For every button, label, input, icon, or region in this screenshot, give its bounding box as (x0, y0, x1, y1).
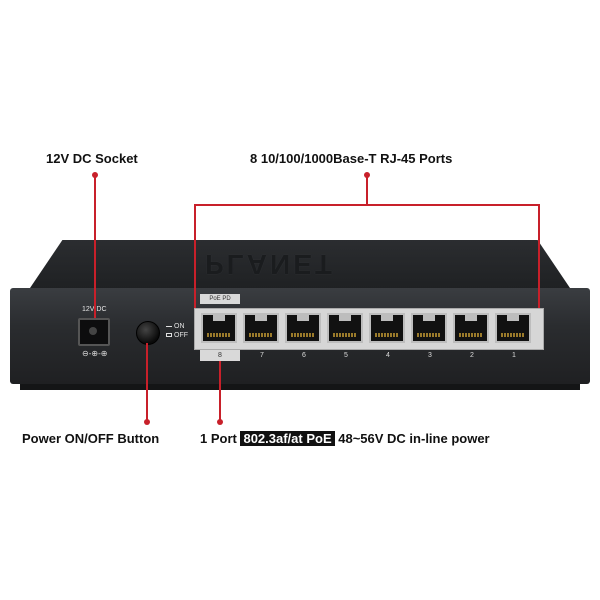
dc-socket-callout: 12V DC Socket (46, 151, 138, 166)
brand-logo: PLANET (205, 249, 335, 280)
rj45-port-1[interactable] (495, 313, 531, 343)
port-number-8: 8 (218, 352, 222, 359)
rj45-port-5[interactable] (327, 313, 363, 343)
rj45-port-7[interactable] (243, 313, 279, 343)
poe-port-suffix: 48~56V DC in-line power (338, 431, 490, 446)
port-number-1: 1 (512, 352, 516, 359)
power-button-callout-line (146, 343, 148, 421)
ports-callout-stem (366, 175, 368, 205)
power-off-label: OFF (174, 332, 188, 339)
ports-bracket-top (194, 204, 540, 206)
ports-bracket-right (538, 204, 540, 308)
port-number-7: 7 (260, 352, 264, 359)
power-button[interactable] (136, 321, 160, 345)
rj45-port-3[interactable] (411, 313, 447, 343)
port-panel (194, 308, 544, 350)
ports-callout: 8 10/100/1000Base-T RJ-45 Ports (250, 151, 453, 166)
on-symbol-icon (166, 325, 172, 327)
poe-port-callout-dot (217, 419, 223, 425)
device-top-panel (30, 240, 570, 288)
poe-port-prefix: 1 Port (200, 431, 237, 446)
power-button-callout: Power ON/OFF Button (22, 431, 160, 446)
rj45-port-6[interactable] (285, 313, 321, 343)
poe-standard-highlight: 802.3af/at PoE (240, 431, 335, 446)
polarity-icon: ⊖-⊕-⊕ (82, 349, 108, 358)
port-number-5: 5 (344, 352, 348, 359)
port-number-4: 4 (386, 352, 390, 359)
power-button-callout-dot (144, 419, 150, 425)
poe-port-marker (200, 350, 240, 361)
device-base (20, 384, 580, 390)
dc-socket (78, 318, 110, 346)
power-on-indicator: ON (166, 323, 185, 330)
power-off-indicator: OFF (166, 332, 188, 339)
poe-port-callout-line (219, 361, 221, 421)
power-on-label: ON (174, 323, 185, 330)
rj45-port-4[interactable] (369, 313, 405, 343)
port-number-6: 6 (302, 352, 306, 359)
ports-bracket-left (194, 204, 196, 308)
rj45-port-8[interactable] (201, 313, 237, 343)
dc-socket-callout-line (94, 175, 96, 318)
off-symbol-icon (166, 333, 172, 338)
poe-pd-tag: PoE PD (200, 294, 240, 304)
poe-port-callout: 1 Port 802.3af/at PoE 48~56V DC in-line … (200, 431, 490, 446)
port-number-3: 3 (428, 352, 432, 359)
port-number-2: 2 (470, 352, 474, 359)
rj45-port-2[interactable] (453, 313, 489, 343)
